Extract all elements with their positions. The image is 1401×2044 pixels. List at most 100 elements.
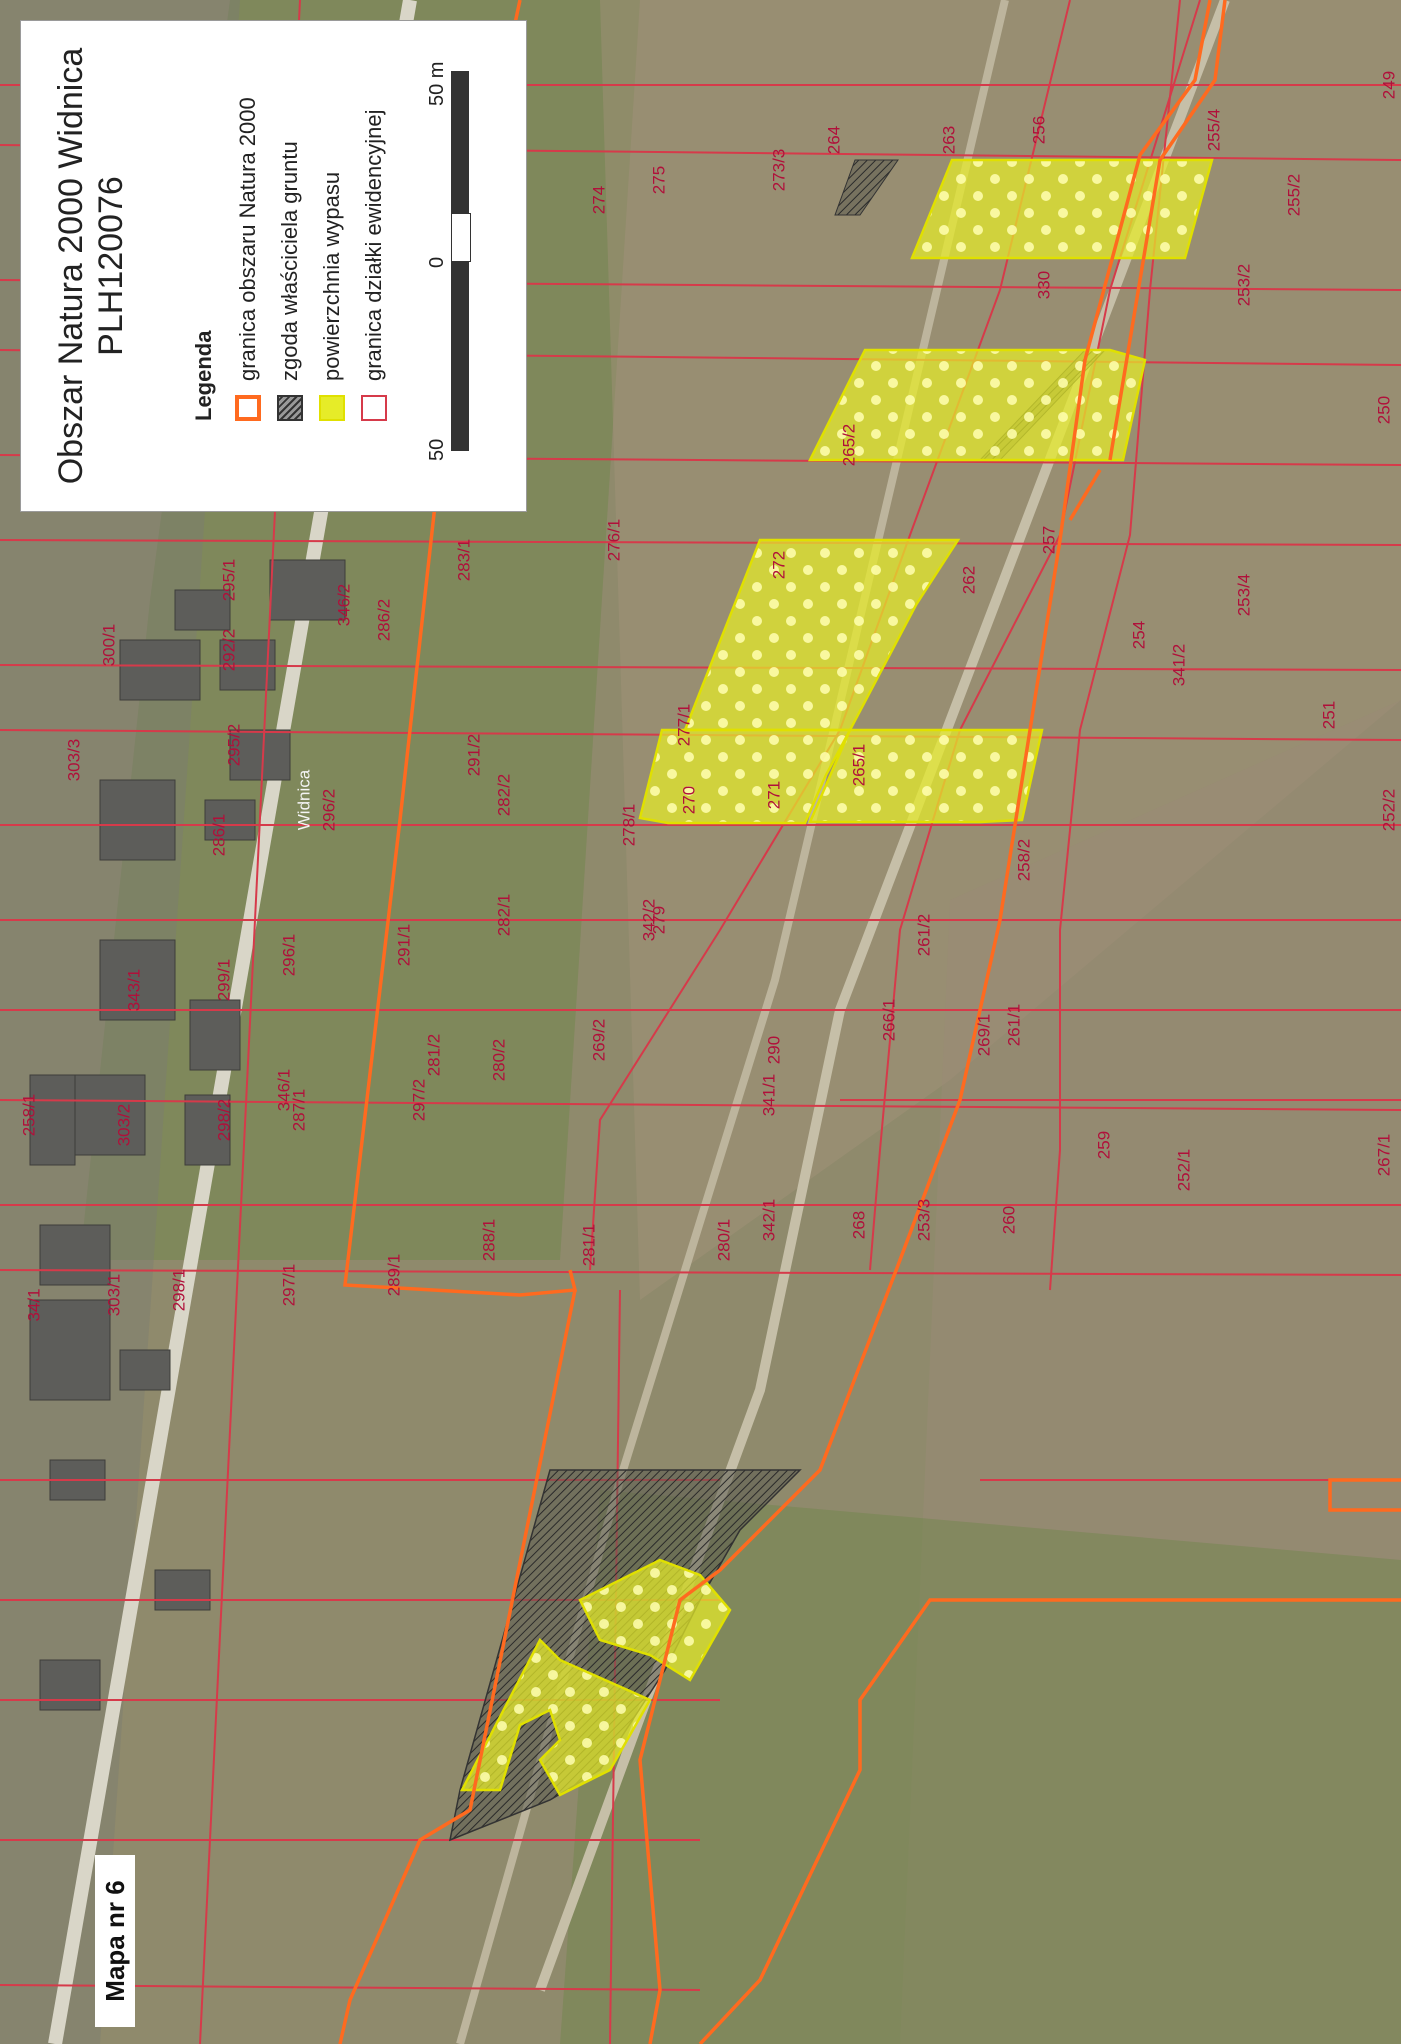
parcel-label: 278/1 bbox=[619, 804, 638, 847]
parcel-label: 300/1 bbox=[99, 624, 118, 667]
map-number: Mapa nr 6 bbox=[100, 1880, 130, 2002]
parcel-label: 252/2 bbox=[1379, 789, 1398, 832]
parcel-label: 303/2 bbox=[114, 1104, 133, 1147]
parcel-label: 342/2 bbox=[639, 899, 658, 942]
parcel-label: 257 bbox=[1039, 526, 1058, 554]
parcel-label: 286/2 bbox=[374, 599, 393, 642]
legend-item-label: zgoda właściciela gruntu bbox=[277, 141, 302, 381]
parcel-label: 264 bbox=[824, 126, 843, 154]
parcel-label: 346/2 bbox=[334, 584, 353, 627]
parcel-label: 297/2 bbox=[409, 1079, 428, 1122]
parcel-label: 260 bbox=[999, 1206, 1018, 1234]
scale-label-left: 50 bbox=[426, 438, 448, 461]
parcel-label: 296/1 bbox=[279, 934, 298, 977]
parcel-label: 287/1 bbox=[289, 1089, 308, 1132]
place-name-widnica: Widnica bbox=[294, 769, 313, 830]
parcel-label: 259 bbox=[1094, 1131, 1113, 1159]
parcel-label: 341/2 bbox=[1169, 644, 1188, 687]
parcel-label: 253/4 bbox=[1234, 574, 1253, 617]
parcel-label: 282/1 bbox=[494, 894, 513, 937]
parcel-label: 273/3 bbox=[769, 149, 788, 192]
legend-item-parcel-boundary: granica działki ewidencyjnej bbox=[359, 110, 389, 421]
yellow-dotted-box-icon bbox=[319, 395, 345, 421]
parcel-label: 292/2 bbox=[219, 629, 238, 672]
field-green-southwest bbox=[560, 1490, 1401, 2044]
legend-item-consent: zgoda właściciela gruntu bbox=[275, 141, 305, 421]
parcel-label: 252/1 bbox=[1174, 1149, 1193, 1192]
map-title-line-2: PLH120076 bbox=[92, 176, 130, 356]
parcel-label: 274 bbox=[589, 186, 608, 214]
parcel-label: 267/1 bbox=[1374, 1134, 1393, 1177]
parcel-label: 303/1 bbox=[104, 1274, 123, 1317]
scale-label-zero: 0 bbox=[426, 256, 448, 268]
parcel-label: 253/3 bbox=[914, 1199, 933, 1242]
parcel-label: 276/1 bbox=[604, 519, 623, 562]
parcel-label: 298/1 bbox=[169, 1269, 188, 1312]
parcel-label: 330 bbox=[1034, 271, 1053, 299]
parcel-label: 253/2 bbox=[1234, 264, 1253, 307]
parcel-label: 290 bbox=[764, 1036, 783, 1064]
red-outline-box-icon bbox=[361, 395, 387, 421]
parcel-label: 256 bbox=[1029, 116, 1048, 144]
parcel-label: 268 bbox=[849, 1211, 868, 1239]
parcel-label: 281/1 bbox=[579, 1224, 598, 1267]
parcel-label: 258/1 bbox=[19, 1094, 38, 1137]
parcel-label: 249 bbox=[1379, 71, 1398, 99]
parcel-label: 303/3 bbox=[64, 739, 83, 782]
parcel-label: 296/2 bbox=[319, 789, 338, 832]
parcel-label: 289/1 bbox=[384, 1254, 403, 1297]
parcel-label: 295/2 bbox=[224, 724, 243, 767]
parcel-label: 288/1 bbox=[479, 1219, 498, 1262]
parcel-labels: 243238244/1245244/2248247249250255/2253/… bbox=[19, 71, 1398, 1322]
parcel-label: 254 bbox=[1129, 621, 1148, 649]
parcel-label: 265/2 bbox=[839, 424, 858, 467]
parcel-label: 271 bbox=[764, 781, 783, 809]
parcel-label: 295/1 bbox=[219, 559, 238, 602]
map-number-box: Mapa nr 6 bbox=[95, 1855, 135, 2027]
scale-bar bbox=[451, 71, 471, 451]
parcel-label: 266/1 bbox=[879, 999, 898, 1042]
parcel-label: 255/4 bbox=[1204, 109, 1223, 152]
legend-item-label: powierzchnia wypasu bbox=[319, 171, 344, 381]
legend-heading: Legenda bbox=[191, 330, 216, 421]
parcel-label: 283/1 bbox=[454, 539, 473, 582]
parcel-label: 272 bbox=[769, 551, 788, 579]
legend-item-grazing: powierzchnia wypasu bbox=[317, 172, 347, 421]
parcel-label: 291/1 bbox=[394, 924, 413, 967]
parcel-label: 250 bbox=[1374, 396, 1393, 424]
legend-item-natura-boundary: granica obszaru Natura 2000 bbox=[233, 97, 263, 421]
legend-item-label: granica działki ewidencyjnej bbox=[361, 109, 386, 381]
parcel-label: 297/1 bbox=[279, 1264, 298, 1307]
parcel-label: 262 bbox=[959, 566, 978, 594]
parcel-label: 263 bbox=[939, 126, 958, 154]
parcel-label: 281/2 bbox=[424, 1034, 443, 1077]
parcel-label: 279 bbox=[649, 906, 668, 934]
parcel-label: 346/1 bbox=[274, 1069, 293, 1112]
parcel-label: 265/1 bbox=[849, 744, 868, 787]
parcel-label: 269/2 bbox=[589, 1019, 608, 1062]
parcel-label: 286/1 bbox=[209, 814, 228, 857]
legend-item-label: granica obszaru Natura 2000 bbox=[235, 97, 260, 381]
parcel-label: 343/1 bbox=[124, 969, 143, 1012]
legend: Obszar Natura 2000 Widnica PLH120076 Leg… bbox=[20, 20, 527, 512]
parcel-label: 341/1 bbox=[759, 1074, 778, 1117]
map-title-line-1: Obszar Natura 2000 Widnica bbox=[52, 47, 90, 485]
parcel-label: 261/1 bbox=[1004, 1004, 1023, 1047]
consent-area-small bbox=[834, 159, 899, 216]
parcel-label: 255/2 bbox=[1284, 174, 1303, 217]
parcel-label: 277/1 bbox=[674, 704, 693, 747]
parcel-label: 291/2 bbox=[464, 734, 483, 777]
map-title: Obszar Natura 2000 Widnica PLH120076 bbox=[51, 21, 131, 511]
parcel-label: 258/2 bbox=[1014, 839, 1033, 882]
parcel-label: 251 bbox=[1319, 701, 1338, 729]
scale-label-right: 50 m bbox=[426, 61, 448, 106]
grazing-areas bbox=[459, 158, 1214, 1797]
parcel-label: 282/2 bbox=[494, 774, 513, 817]
parcel-label: 275 bbox=[649, 166, 668, 194]
parcel-label: 34/1 bbox=[24, 1288, 43, 1321]
hatched-box-icon bbox=[277, 395, 303, 421]
parcel-label: 261/2 bbox=[914, 914, 933, 957]
parcel-label: 269/1 bbox=[974, 1014, 993, 1057]
parcel-label: 270 bbox=[679, 786, 698, 814]
